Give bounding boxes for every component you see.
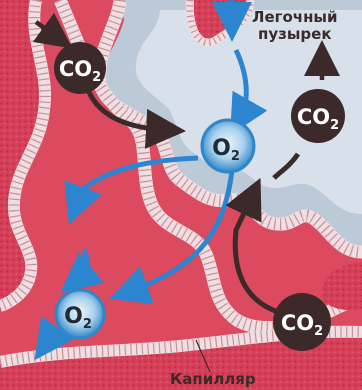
o2-arrow-into-center [230,48,268,136]
co2-molecule-top-left: CO2 [54,42,106,94]
svg-text:CO2: CO2 [59,57,101,85]
o2-molecule-bottom-left: O2 [54,288,106,340]
alveolus-label-line1: Легочный [252,8,338,26]
tissue-bottom [0,331,362,390]
o2-molecule-center: O2 [200,118,256,174]
svg-text:CO2: CO2 [297,105,339,133]
alveolus-label-line2: пузырек [258,25,332,43]
capillary-pointer [195,339,211,373]
o2-arrow-down-left [34,316,74,361]
svg-text:O2: O2 [64,304,92,332]
co2-arrow-out [272,152,301,180]
co2-arrow-to-center [83,83,186,149]
tissue-left [0,0,46,306]
tissue-right-lower [321,262,362,311]
co2-molecule-bottom: CO2 [273,293,331,351]
o2-arrow-from-left [60,248,105,293]
co2-arrow-from-bottom [225,177,279,315]
co2-molecule-right: CO2 [291,89,345,143]
capillary-label: Капилляр [170,370,256,388]
svg-text:CO2: CO2 [281,311,323,339]
o2-arrow-to-left [64,155,199,225]
svg-text:O2: O2 [212,136,240,164]
co2-arrow-in [32,12,73,49]
